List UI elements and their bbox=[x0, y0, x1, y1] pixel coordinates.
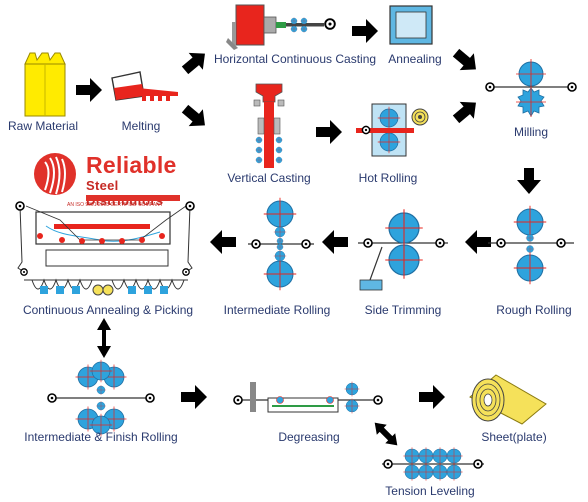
company-logo: Reliable Steel Distributors bbox=[32, 150, 182, 210]
label-tension-leveling: Tension Leveling bbox=[385, 484, 475, 498]
vertical-casting-illustration bbox=[253, 83, 285, 168]
side-trimming-illustration bbox=[358, 208, 448, 291]
label-horizontal-casting: Horizontal Continuous Casting bbox=[213, 52, 377, 66]
label-intermediate-rolling: Intermediate Rolling bbox=[223, 303, 331, 317]
horizontal-casting-illustration bbox=[226, 4, 336, 50]
label-side-trimming: Side Trimming bbox=[364, 303, 442, 317]
arrow-intermediate-to-annealing bbox=[210, 230, 236, 254]
hot-rolling-illustration bbox=[356, 103, 429, 157]
arrow-raw-to-melting bbox=[76, 78, 102, 102]
arrow-hotrolling-to-milling bbox=[452, 101, 476, 124]
raw-material-illustration bbox=[24, 52, 66, 117]
annealing-illustration bbox=[389, 5, 433, 45]
degreasing-illustration bbox=[233, 381, 383, 414]
logo-name: Reliable bbox=[86, 152, 177, 178]
arrow-vertical-to-hotrolling bbox=[316, 120, 342, 144]
arrow-rough-to-trimming bbox=[465, 230, 491, 254]
logo-certification: AN ISO 9001:2008 CERTIFIED COMPANY bbox=[67, 202, 163, 208]
arrow-milling-to-rough bbox=[517, 168, 541, 194]
intermediate-finish-rolling-illustration bbox=[47, 359, 155, 437]
label-annealing: Annealing bbox=[388, 52, 442, 66]
arrow-melting-to-vertical bbox=[181, 104, 205, 127]
arrow-annealing-to-finish-bidirectional bbox=[97, 318, 111, 358]
label-rough-rolling: Rough Rolling bbox=[496, 303, 572, 317]
arrow-finish-to-degreasing bbox=[181, 385, 207, 409]
label-continuous-annealing: Continuous Annealing & Picking bbox=[22, 303, 194, 317]
rough-rolling-illustration bbox=[488, 205, 574, 285]
label-vertical-casting: Vertical Casting bbox=[227, 171, 311, 185]
label-raw-material: Raw Material bbox=[7, 119, 79, 133]
arrow-melting-to-horizontal bbox=[181, 52, 205, 75]
logo-emblem bbox=[34, 153, 76, 195]
arrow-casting-to-annealing bbox=[352, 19, 378, 43]
label-degreasing: Degreasing bbox=[278, 430, 340, 444]
sheet-coil-illustration bbox=[469, 374, 547, 425]
arrow-degreasing-to-leveling-bidirectional bbox=[374, 422, 398, 446]
label-melting: Melting bbox=[121, 119, 161, 133]
continuous-annealing-illustration bbox=[15, 201, 195, 296]
logo-underline bbox=[86, 195, 180, 201]
milling-illustration bbox=[485, 58, 577, 117]
tension-leveling-illustration bbox=[382, 446, 484, 482]
flow-arrows bbox=[76, 19, 541, 446]
arrow-annealing-to-milling bbox=[452, 48, 476, 71]
label-milling: Milling bbox=[513, 125, 549, 139]
label-sheet: Sheet(plate) bbox=[481, 430, 547, 444]
arrow-degreasing-to-sheet bbox=[419, 385, 445, 409]
intermediate-rolling-illustration bbox=[248, 197, 314, 291]
label-hot-rolling: Hot Rolling bbox=[358, 171, 418, 185]
label-inter-finish-rolling: Intermediate & Finish Rolling bbox=[24, 430, 178, 444]
melting-illustration bbox=[111, 71, 178, 101]
arrow-trimming-to-intermediate bbox=[322, 230, 348, 254]
